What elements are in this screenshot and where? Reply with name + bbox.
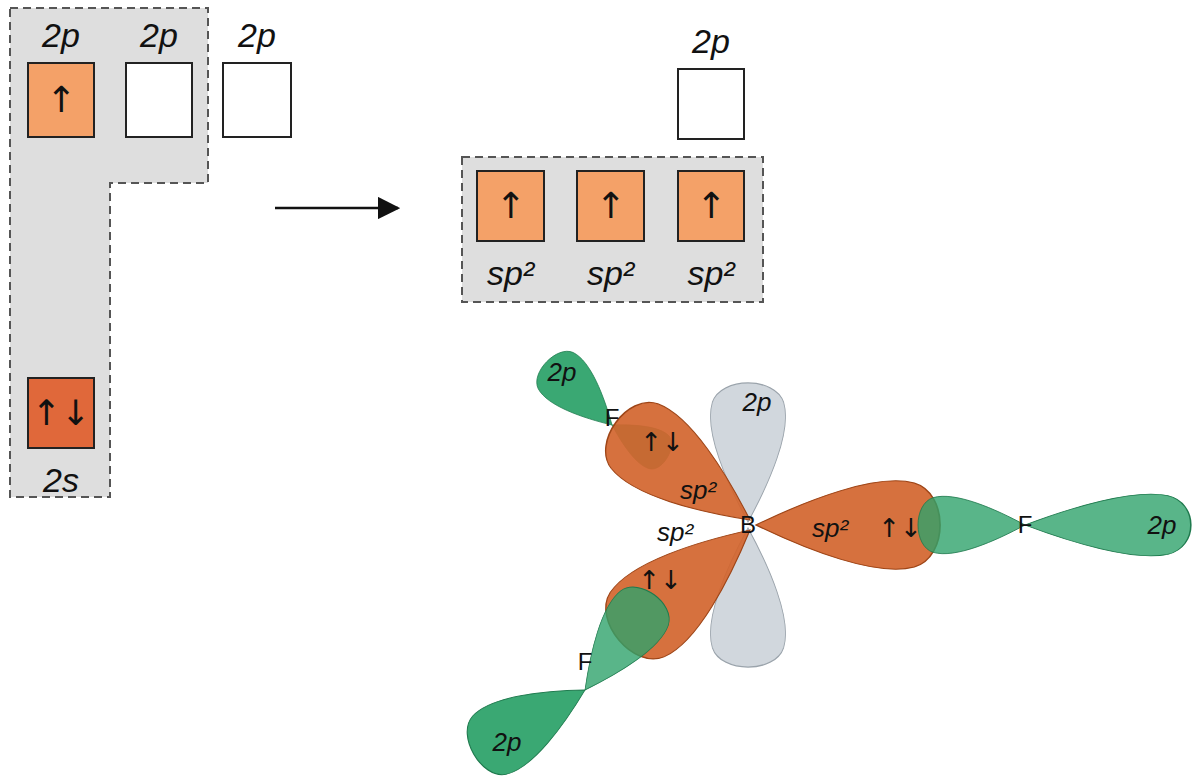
fluorine-orbitals (560, 494, 1191, 708)
electron-spin: ↑ (46, 82, 76, 118)
electron-spin: ↑ (495, 188, 525, 224)
electron-pair: ↑↓ (640, 429, 684, 455)
hybridizing-region (10, 8, 208, 497)
orbital-label: sp² (680, 477, 716, 503)
orbital-label: 2p (548, 359, 577, 385)
orbital-label: sp² (657, 519, 693, 545)
orbital-label: 2p (1148, 512, 1177, 538)
orbital-label: 2p (140, 18, 178, 52)
orbital-label: 2p (743, 389, 772, 415)
orbital-label: 2p (692, 24, 730, 58)
empty-orbital-box: 2p (222, 62, 292, 138)
orbital-label: 2p (238, 18, 276, 52)
orbital-box: 2p↑ (27, 62, 95, 138)
orbital-label: sp² (812, 515, 848, 541)
orbital-label: 2p (493, 729, 522, 755)
reaction-arrow (275, 207, 398, 210)
orbital-label: sp² (587, 256, 634, 290)
orbital-box: ↑sp² (677, 170, 745, 242)
orbital-label: sp² (487, 256, 534, 290)
atom-label: F (1018, 513, 1033, 537)
electron-pair: ↑↓ (638, 567, 682, 593)
atom-label: F (605, 406, 620, 430)
hybrid-region (462, 157, 763, 302)
empty-orbital-box: 2p (677, 68, 745, 140)
atom-label: B (740, 513, 756, 537)
electron-pair: ↑↓ (878, 515, 922, 541)
electron-spin: ↑↓ (32, 396, 91, 431)
orbital-label: sp² (687, 256, 734, 290)
orbital-box: ↑↓2s (27, 377, 95, 449)
electron-spin: ↑ (595, 188, 625, 224)
orbital-box: ↑sp² (576, 170, 645, 242)
empty-orbital-box: 2p (125, 62, 193, 138)
atom-label: F (578, 650, 593, 674)
orbital-label: 2s (43, 463, 79, 497)
orbital-box: ↑sp² (476, 170, 545, 242)
electron-spin: ↑ (696, 188, 726, 224)
orbital-label: 2p (42, 18, 80, 52)
bottom-fluorine-orbital (456, 659, 603, 780)
